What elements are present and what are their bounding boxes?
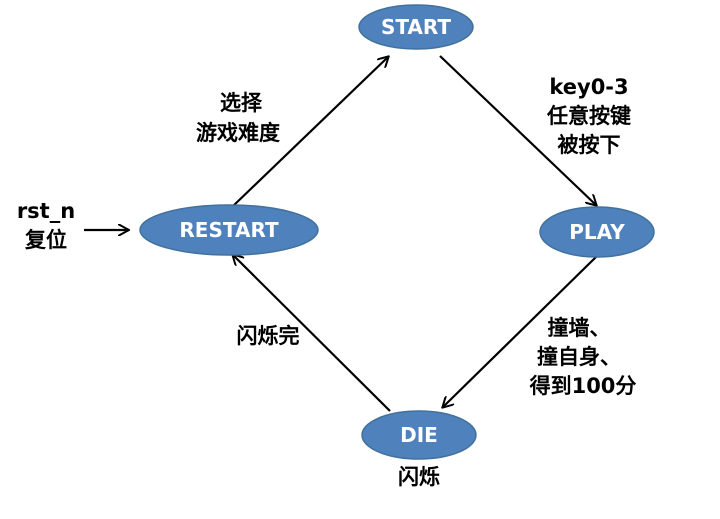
label-die-to-restart: 闪烁完: [237, 324, 300, 348]
arrow-start-to-play: [439, 55, 596, 205]
svg-text:rst_n: rst_n: [17, 199, 75, 223]
state-die: DIE: [361, 410, 477, 460]
svg-text:复位: 复位: [24, 228, 67, 252]
state-play-label: PLAY: [569, 220, 625, 244]
svg-text:key0-3: key0-3: [549, 75, 628, 99]
svg-text:游戏难度: 游戏难度: [196, 121, 280, 145]
state-restart: RESTART: [139, 204, 319, 256]
svg-text:选择: 选择: [220, 91, 263, 115]
svg-text:撞自身、: 撞自身、: [537, 345, 621, 369]
arrow-restart-to-start: [231, 57, 388, 208]
svg-text:闪烁完: 闪烁完: [237, 324, 300, 348]
reset-label: rst_n 复位: [17, 199, 75, 252]
svg-text:任意按键: 任意按键: [546, 104, 631, 128]
state-play: PLAY: [539, 206, 655, 258]
arrow-die-to-restart: [233, 255, 391, 412]
label-restart-to-start: 选择 游戏难度: [196, 91, 280, 145]
state-die-label: DIE: [400, 423, 438, 447]
arrow-play-to-die: [443, 256, 597, 407]
svg-text:得到100分: 得到100分: [529, 374, 637, 398]
state-restart-label: RESTART: [179, 218, 279, 242]
die-action-label: 闪烁: [398, 465, 440, 489]
label-start-to-play: key0-3 任意按键 被按下: [546, 75, 631, 157]
state-start: START: [358, 4, 474, 50]
svg-text:撞墙、: 撞墙、: [548, 316, 611, 340]
svg-text:被按下: 被按下: [558, 133, 621, 157]
label-play-to-die: 撞墙、 撞自身、 得到100分: [529, 316, 637, 398]
state-start-label: START: [381, 15, 451, 39]
